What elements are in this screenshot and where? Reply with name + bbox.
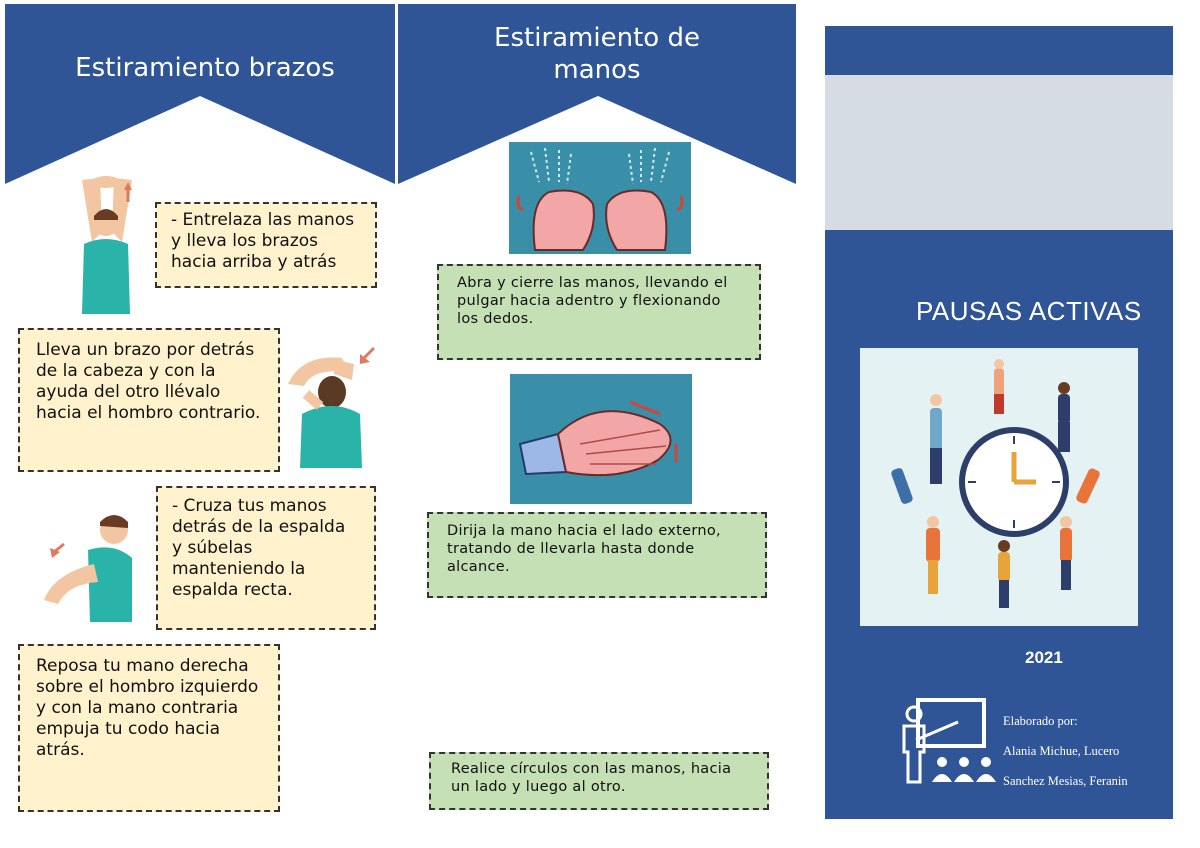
- cover-credits: Elaborado por: Alania Michue, Lucero San…: [1003, 706, 1128, 796]
- arms-instruction-3-text: - Cruza tus manos detrás de la espalda y…: [172, 496, 346, 600]
- clock-exercise-illustration-icon: [860, 348, 1138, 626]
- section-title-hands-line2: manos: [553, 55, 641, 85]
- arms-instruction-4-text: Reposa tu mano derecha sobre el hombro i…: [36, 656, 259, 760]
- author-2: Sanchez Mesias, Feranin: [1003, 774, 1128, 788]
- section-title-hands: Estiramiento de manos: [398, 22, 796, 86]
- section-title-arms: Estiramiento brazos: [75, 53, 335, 83]
- arms-instruction-1: - Entrelaza las manos y lleva los brazos…: [155, 202, 377, 288]
- cover-title: PAUSAS ACTIVAS: [916, 296, 1142, 326]
- arms-stretch-figure-icon: [82, 176, 132, 314]
- author-1: Alania Michue, Lucero: [1003, 744, 1120, 758]
- hands-instruction-1-text: Abra y cierre las manos, llevando el pul…: [457, 275, 728, 327]
- banner-hands: Estiramiento de manos: [398, 4, 796, 184]
- section-title-hands-line1: Estiramiento de: [494, 23, 700, 53]
- cover-year: 2021: [1025, 648, 1063, 667]
- wrist-stretch-illustration-icon: [510, 374, 692, 504]
- arms-instruction-1-text: - Entrelaza las manos y lleva los brazos…: [171, 210, 355, 272]
- hands-instruction-3-text: Realice círculos con las manos, hacia un…: [451, 761, 732, 795]
- back-stretch-figure-icon: [44, 515, 132, 622]
- arms-instruction-4: Reposa tu mano derecha sobre el hombro i…: [18, 644, 280, 812]
- teacher-icon: [902, 698, 996, 784]
- hands-instruction-2-text: Dirija la mano hacia el lado externo, tr…: [447, 523, 721, 575]
- credit-label: Elaborado por:: [1003, 714, 1078, 728]
- cover-band: [825, 75, 1173, 230]
- neck-stretch-figure-icon: [288, 346, 376, 468]
- hands-instruction-2: Dirija la mano hacia el lado externo, tr…: [427, 512, 767, 598]
- hands-instruction-3: Realice círculos con las manos, hacia un…: [429, 752, 769, 810]
- arms-instruction-2: Lleva un brazo por detrás de la cabeza y…: [18, 328, 280, 472]
- hands-instruction-1: Abra y cierre las manos, llevando el pul…: [437, 264, 761, 360]
- banner-arms: Estiramiento brazos: [0, 4, 395, 184]
- arms-instruction-3: - Cruza tus manos detrás de la espalda y…: [156, 486, 376, 630]
- hand-fist-illustration-icon: [509, 142, 691, 254]
- arms-instruction-2-text: Lleva un brazo por detrás de la cabeza y…: [36, 340, 261, 423]
